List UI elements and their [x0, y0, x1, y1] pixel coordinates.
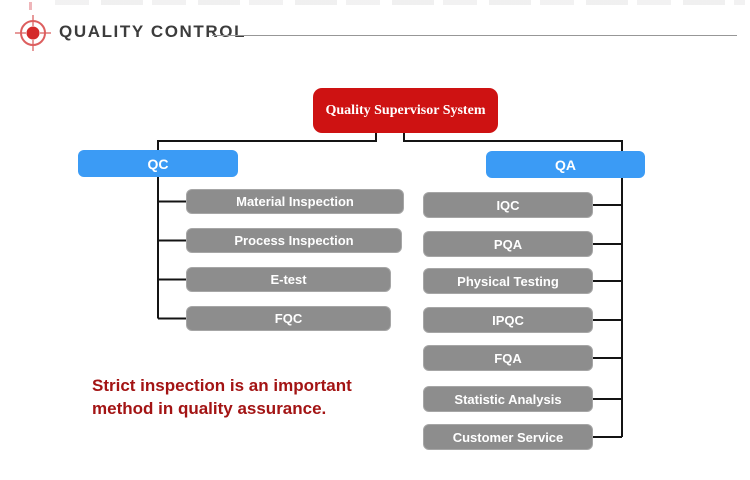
- org-node-iqc: IQC: [423, 192, 593, 218]
- page-title: QUALITY CONTROL: [59, 22, 247, 41]
- section-header: QUALITY CONTROL: [0, 0, 750, 60]
- cropped-red-artifact: [29, 2, 32, 10]
- org-node-statistic-analysis: Statistic Analysis: [423, 386, 593, 412]
- org-node-fqa: FQA: [423, 345, 593, 371]
- org-node-branch-qc: QC: [78, 150, 238, 177]
- caption-text: Strict inspection is an important method…: [92, 374, 352, 420]
- org-node-pqa: PQA: [423, 231, 593, 257]
- caption-line-1: Strict inspection is an important: [92, 376, 352, 395]
- org-node-customer-service: Customer Service: [423, 424, 593, 450]
- target-crosshair-icon: [15, 15, 51, 51]
- org-node-material-inspection: Material Inspection: [186, 189, 404, 214]
- org-node-fqc: FQC: [186, 306, 391, 331]
- header-divider-line: [212, 35, 737, 36]
- org-node-physical-testing: Physical Testing: [423, 268, 593, 294]
- org-node-process-inspection: Process Inspection: [186, 228, 402, 253]
- org-node-root: Quality Supervisor System: [313, 88, 498, 133]
- caption-line-2: method in quality assurance.: [92, 399, 327, 418]
- org-node-ipqc: IPQC: [423, 307, 593, 333]
- org-node-branch-qa: QA: [486, 151, 645, 178]
- org-node-e-test: E-test: [186, 267, 391, 292]
- cropped-text-artifact: [55, 0, 745, 5]
